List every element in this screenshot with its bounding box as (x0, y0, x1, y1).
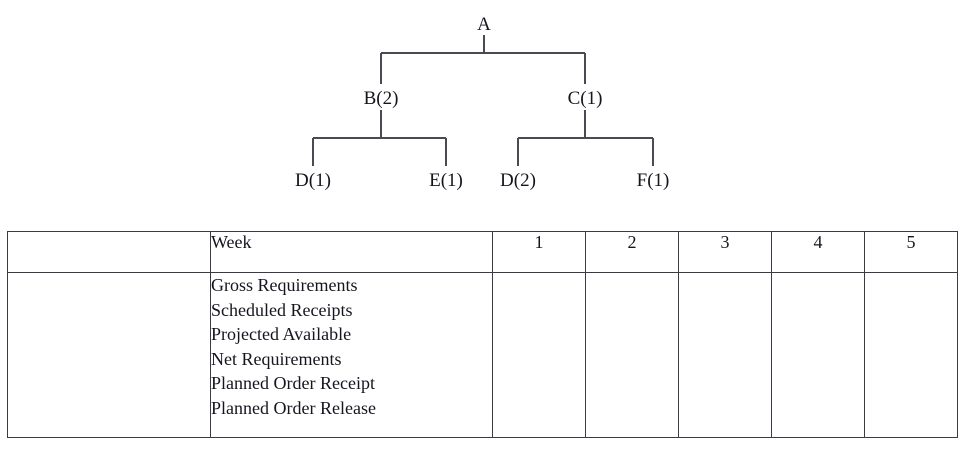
bom-tree-edges (312, 35, 654, 166)
bom-node-f: F(1) (636, 170, 670, 191)
body-side-blank-cell[interactable] (7, 272, 211, 438)
row-label-projected-available: Projected Available (211, 324, 352, 344)
row-label-stack: Gross Requirements Scheduled Receipts Pr… (210, 272, 493, 438)
table-header-row: Week 1 2 3 4 5 (7, 231, 958, 273)
row-label-scheduled-receipts: Scheduled Receipts (211, 299, 353, 320)
bom-tree-diagram: A B(2) C(1) D(1) E(1) D(2) F(1) (0, 0, 971, 210)
data-cell-week-2[interactable] (585, 272, 679, 438)
data-cell-week-1[interactable] (492, 272, 586, 438)
bom-node-c: C(1) (567, 88, 603, 109)
header-week-4[interactable]: 4 (771, 231, 865, 273)
header-corner-cell (7, 231, 211, 273)
header-week-2[interactable]: 2 (585, 231, 679, 273)
bom-node-a: A (477, 14, 491, 35)
header-week-1[interactable]: 1 (492, 231, 586, 273)
table-body-row: Gross Requirements Scheduled Receipts Pr… (7, 272, 958, 438)
row-label-net-requirements: Net Requirements (211, 348, 342, 369)
mrp-worksheet: Week 1 2 3 4 5 Gross Requirements Schedu… (7, 231, 958, 438)
data-cell-week-5[interactable] (864, 272, 958, 438)
bom-node-e: E(1) (429, 170, 463, 191)
bom-node-b: B(2) (363, 88, 399, 109)
row-label-planned-order-receipt: Planned Order Receipt (211, 373, 375, 393)
bom-node-d2: D(2) (500, 170, 536, 191)
header-week-label: Week (210, 231, 493, 273)
row-label-gross-requirements: Gross Requirements (211, 275, 358, 295)
header-week-3[interactable]: 3 (678, 231, 772, 273)
data-cell-week-4[interactable] (771, 272, 865, 438)
mrp-table: Week 1 2 3 4 5 Gross Requirements Schedu… (7, 231, 958, 438)
bom-node-d1: D(1) (295, 170, 331, 191)
header-week-5[interactable]: 5 (864, 231, 958, 273)
row-label-planned-order-release: Planned Order Release (211, 397, 376, 418)
data-cell-week-3[interactable] (678, 272, 772, 438)
